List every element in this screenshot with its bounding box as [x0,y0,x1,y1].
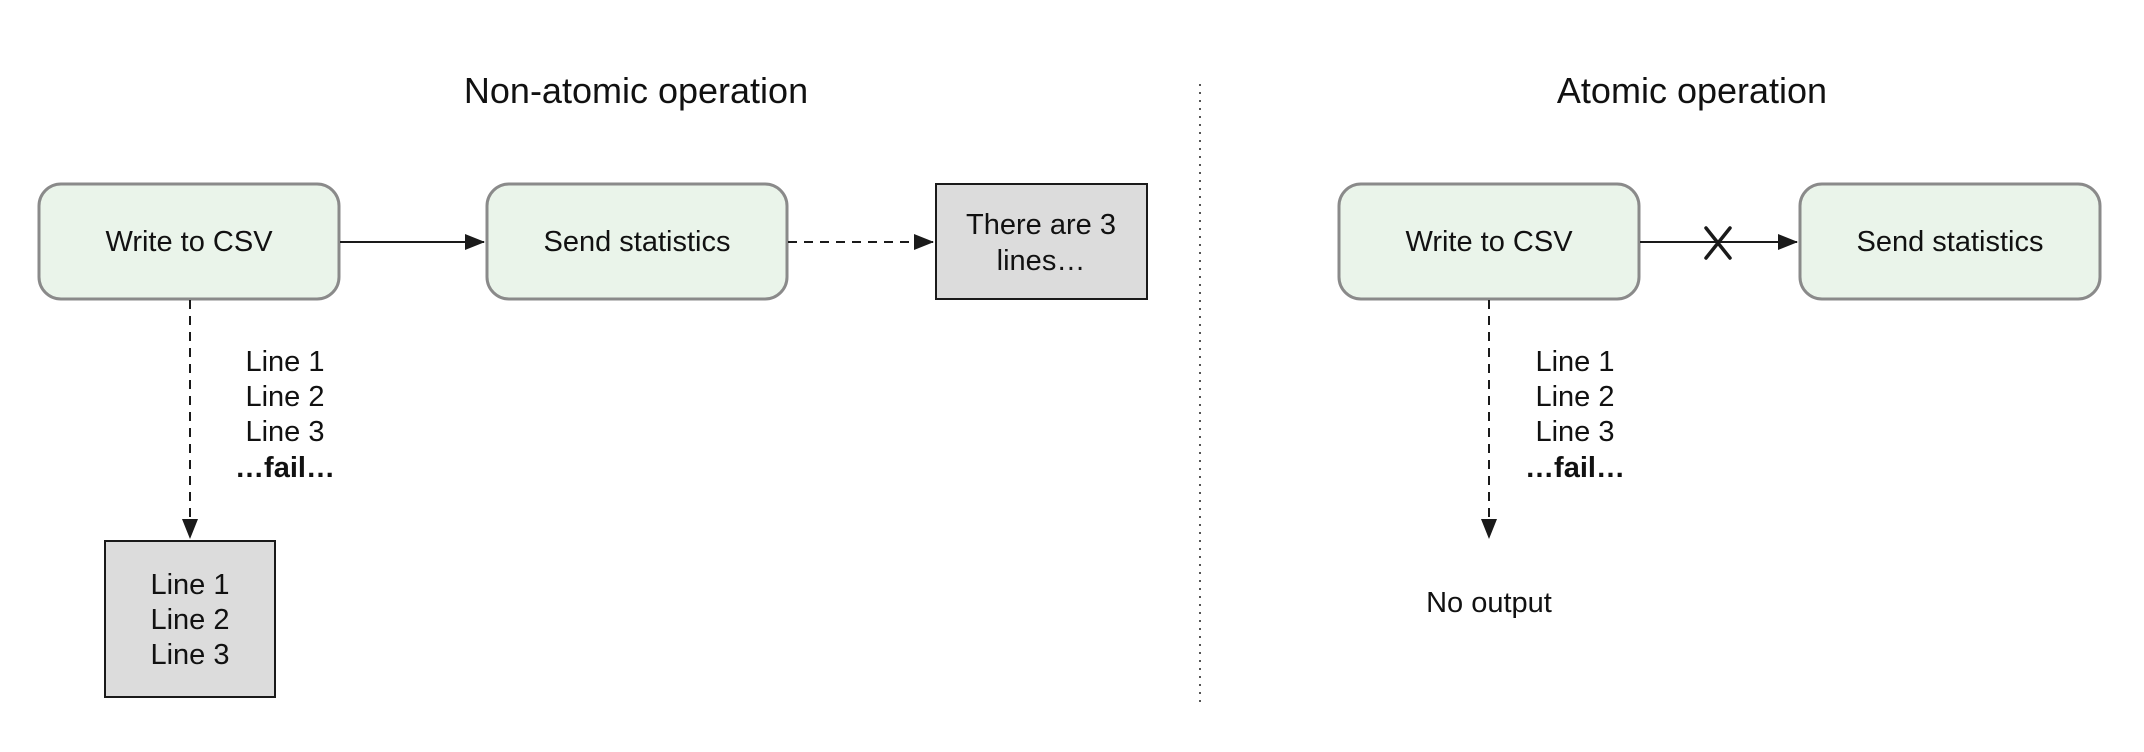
non-atomic-title: Non-atomic operation [464,70,808,111]
stats-output-line-2: lines… [997,245,1086,277]
atomic-panel: Atomic operation Write to CSV Send stati… [1337,70,2102,619]
right-send-statistics-node: Send statistics [1798,182,2102,301]
left-send-statistics-node: Send statistics [485,182,789,301]
left-write-csv-node: Write to CSV [37,182,341,301]
file-output-line-2: Line 2 [150,604,229,636]
file-output-node: Line 1 Line 2 Line 3 [104,540,276,698]
no-output-label: No output [1426,587,1552,619]
right-write-csv-label: Write to CSV [1405,226,1573,258]
right-write-csv-node: Write to CSV [1337,182,1641,301]
stats-output-node: There are 3 lines… [935,183,1148,300]
blocked-cross-icon [1704,226,1732,260]
stats-output-box [935,183,1148,300]
left-written-line-3: Line 3 [245,416,324,448]
left-write-csv-label: Write to CSV [105,226,273,258]
left-send-statistics-box [485,182,789,301]
right-write-csv-box [1337,182,1641,301]
right-written-lines-annotation: Line 1 Line 2 Line 3 …fail… [1525,346,1625,484]
right-written-line-3: Line 3 [1535,416,1614,448]
non-atomic-panel: Non-atomic operation Write to CSV Send s… [37,70,1148,698]
left-fail-label: …fail… [235,452,335,484]
file-output-line-1: Line 1 [150,569,229,601]
file-output-box [104,540,276,698]
right-send-statistics-label: Send statistics [1857,226,2044,258]
right-fail-label: …fail… [1525,452,1625,484]
left-written-line-1: Line 1 [245,346,324,378]
stats-output-line-1: There are 3 [966,209,1116,241]
left-write-csv-box [37,182,341,301]
left-send-statistics-label: Send statistics [544,226,731,258]
right-written-line-1: Line 1 [1535,346,1614,378]
left-written-lines-annotation: Line 1 Line 2 Line 3 …fail… [235,346,335,484]
left-written-line-2: Line 2 [245,381,324,413]
file-output-line-3: Line 3 [150,639,229,671]
right-send-statistics-box [1798,182,2102,301]
right-written-line-2: Line 2 [1535,381,1614,413]
atomic-title: Atomic operation [1557,70,1827,111]
